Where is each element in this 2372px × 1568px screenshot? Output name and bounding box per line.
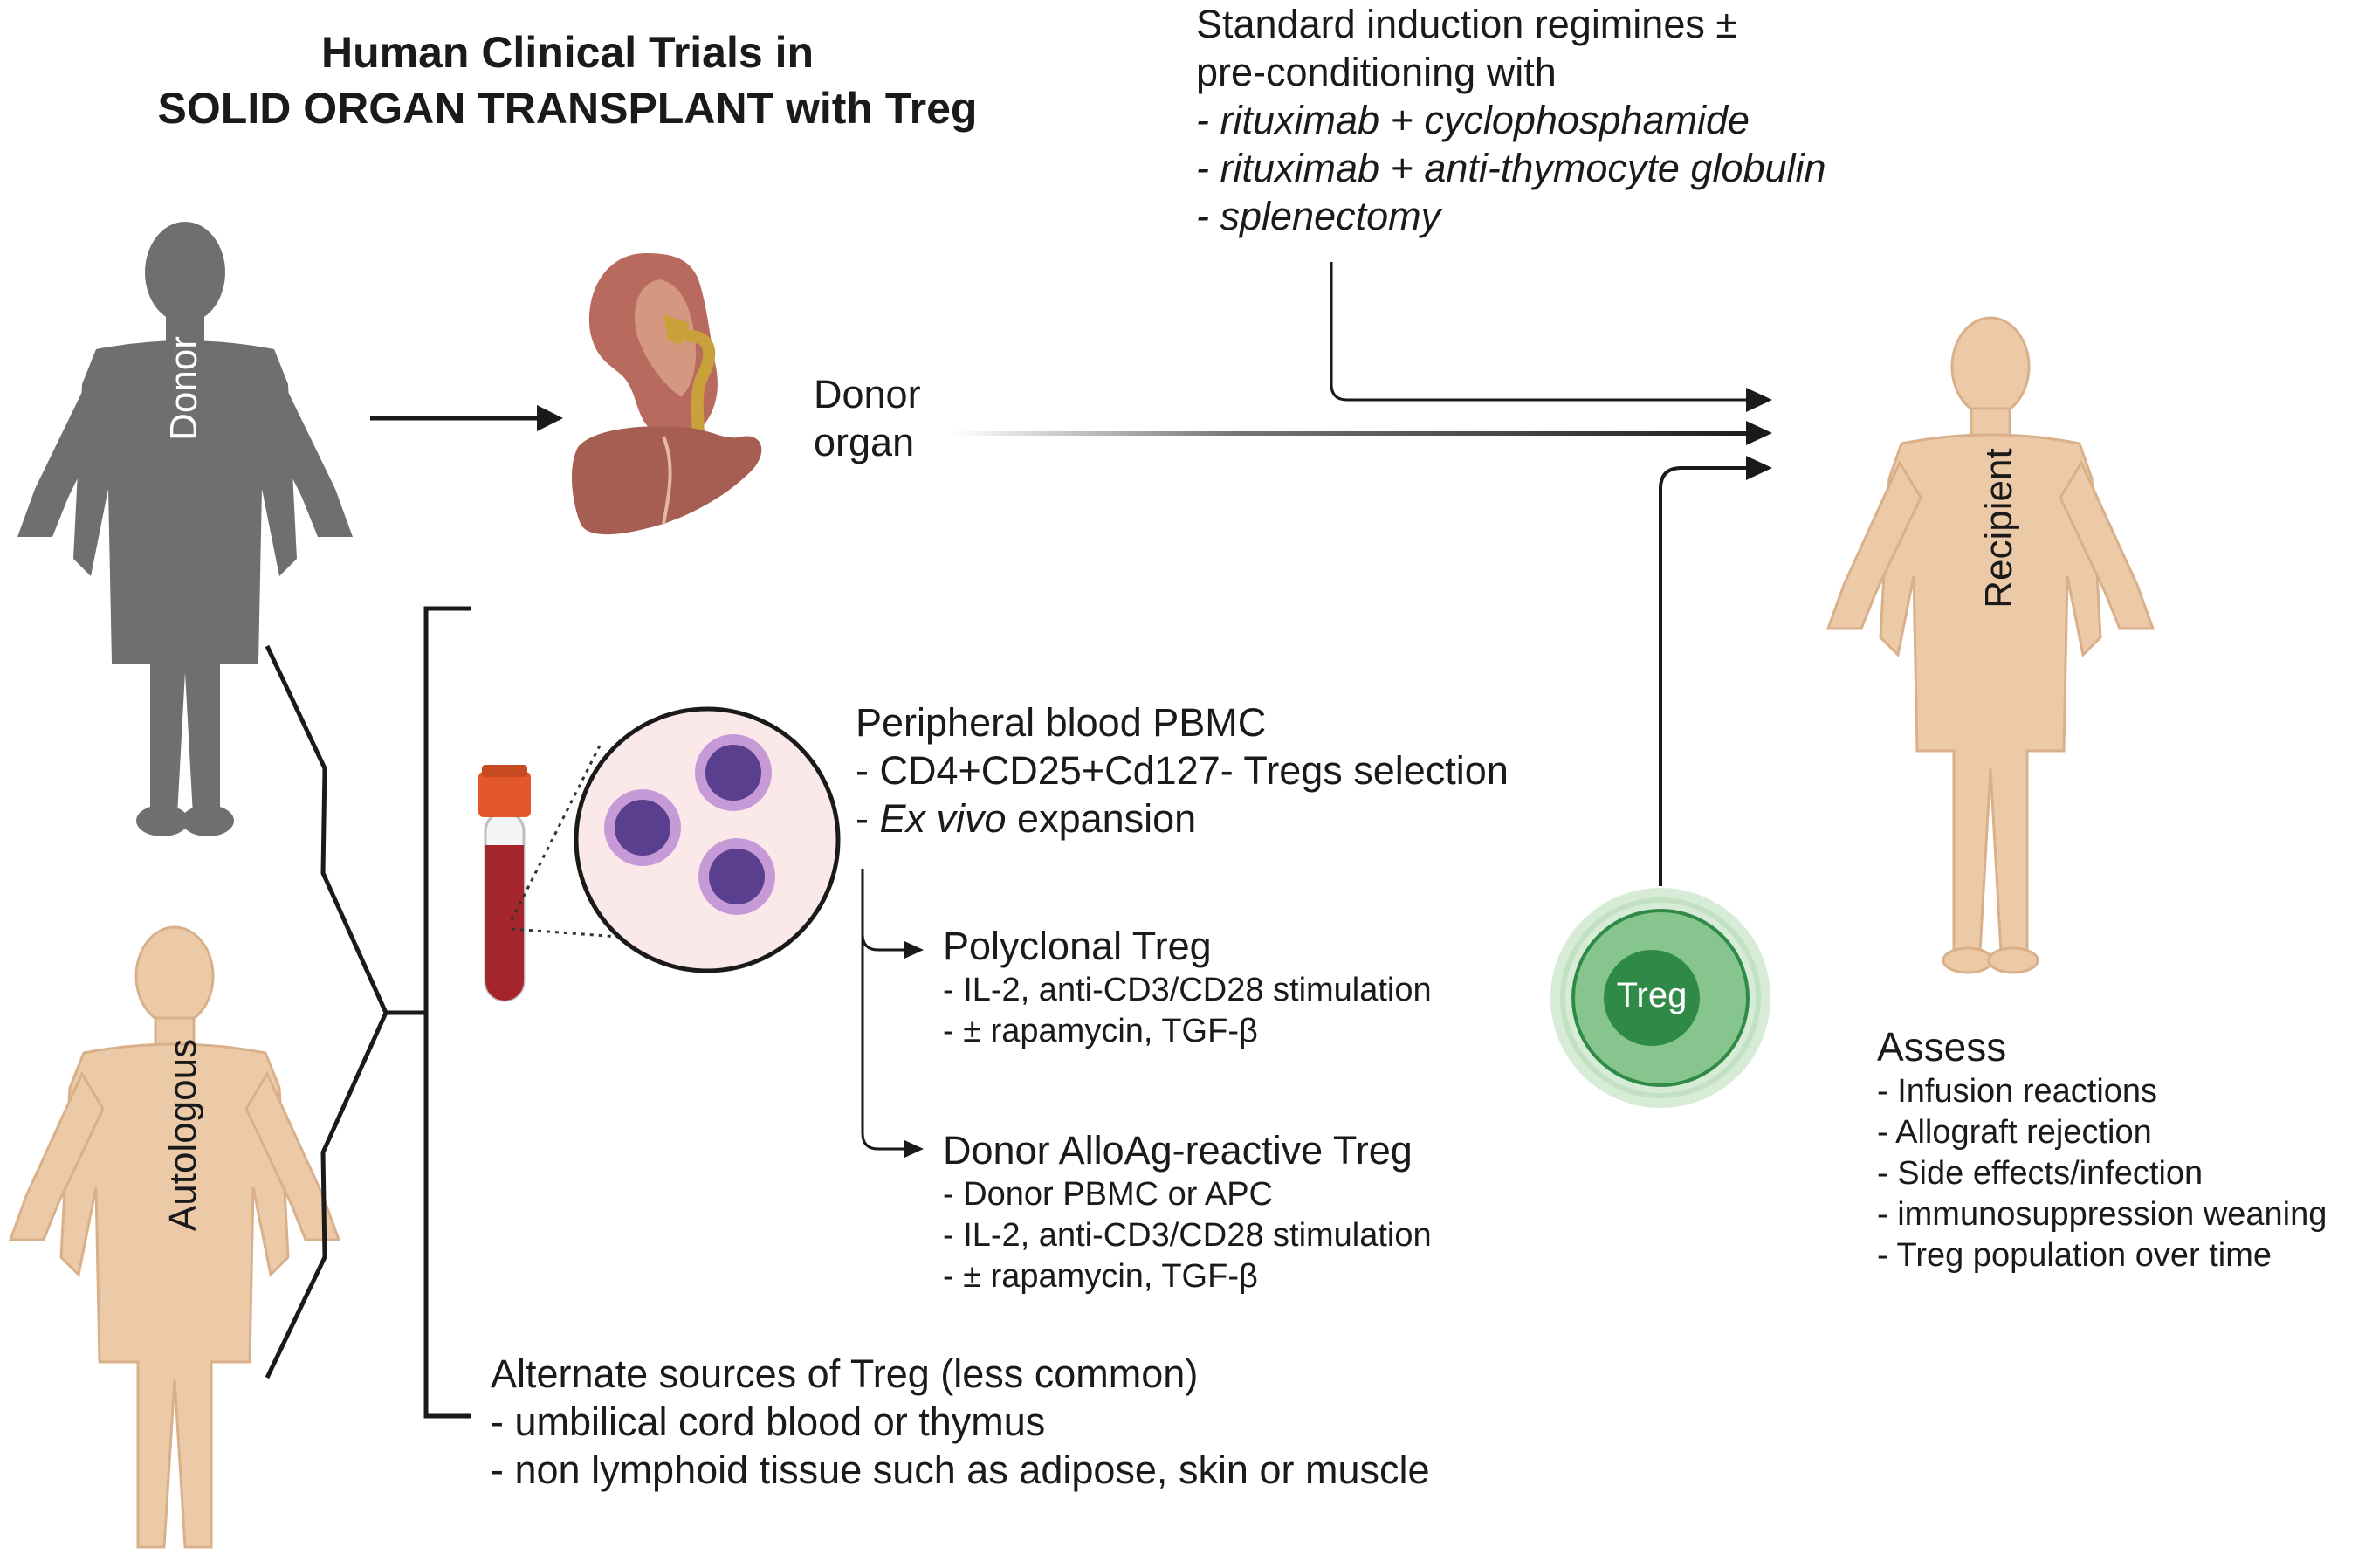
donor-figure [17, 222, 353, 836]
alternate-item: - non lymphoid tissue such as adipose, s… [491, 1448, 1430, 1492]
alternate-title: Alternate sources of Treg (less common) [491, 1351, 1199, 1396]
alloag-item: - ± rapamycin, TGF-β [943, 1258, 1258, 1295]
polyclonal-arrowhead [904, 941, 924, 959]
donor-organ-arrowhead [1746, 421, 1772, 445]
alloag-title: Donor AlloAg-reactive Treg [943, 1128, 1413, 1173]
induction-line-1: Standard induction regimines ± [1196, 2, 1738, 46]
liver-icon [571, 426, 762, 535]
autologous-figure [8, 925, 341, 1549]
donor-organ-label: Donor organ [814, 370, 921, 466]
donor-organ-line [952, 431, 1764, 436]
induction-item: - splenectomy [1196, 194, 1441, 238]
pbmc-item-expansion-prefix: - [856, 796, 880, 841]
pbmc-title: Peripheral blood PBMC [856, 700, 1267, 745]
magnifier-line-top [510, 743, 602, 921]
alternate-block: Alternate sources of Treg (less common) … [491, 1350, 1430, 1494]
treg-to-recipient-connector [1659, 466, 1746, 886]
polyclonal-item: - IL-2, anti-CD3/CD28 stimulation [943, 972, 1432, 1008]
polyclonal-item: - ± rapamycin, TGF-β [943, 1013, 1258, 1049]
induction-item: - rituximab + cyclophosphamide [1196, 98, 1750, 142]
source-connector [265, 644, 388, 1379]
assess-item: - Side effects/infection [1877, 1155, 2204, 1192]
donor-organ-line-2: organ [814, 420, 915, 464]
pbmc-magnified-view [574, 706, 841, 973]
title-line-1: Human Clinical Trials in [320, 28, 815, 77]
source-bracket [423, 606, 471, 1419]
blood-tube-icon [478, 765, 531, 1002]
donor-label: Donor [162, 336, 205, 441]
recipient-label: Recipient [1977, 448, 2020, 609]
title-line-2: SOLID ORGAN TRANSPLANT with Treg [157, 84, 978, 133]
assess-item: - Allograft rejection [1877, 1114, 2152, 1151]
pbmc-text: Peripheral blood PBMC - CD4+CD25+Cd127- … [856, 698, 1509, 842]
alloag-item: - IL-2, anti-CD3/CD28 stimulation [943, 1217, 1432, 1254]
treg-arrowhead [1746, 456, 1772, 480]
alloag-block: Donor AlloAg-reactive Treg - Donor PBMC … [943, 1126, 1432, 1297]
induction-text: Standard induction regimines ± pre-condi… [1196, 0, 1826, 240]
induction-arrowhead [1746, 388, 1772, 412]
pbmc-item-expansion-suffix: expansion [1006, 796, 1197, 841]
assess-title: Assess [1877, 1024, 2007, 1069]
diagram-title: Human Clinical Trials in SOLID ORGAN TRA… [52, 24, 1083, 136]
alloag-arrowhead [904, 1140, 924, 1158]
pbmc-item-expansion-italic: Ex vivo [879, 796, 1007, 841]
recipient-figure [1825, 316, 2155, 974]
pbmc-item-expansion: - Ex vivo expansion [856, 794, 1509, 842]
assess-item: - Infusion reactions [1877, 1073, 2158, 1110]
pbmc-to-polyclonal-connector [861, 869, 915, 952]
donor-organ-line-1: Donor [814, 372, 921, 416]
kidney-icon [588, 253, 718, 451]
assess-item: - immunosuppression weaning [1877, 1196, 2327, 1233]
polyclonal-block: Polyclonal Treg - IL-2, anti-CD3/CD28 st… [943, 922, 1432, 1052]
induction-connector [1330, 262, 1746, 402]
treg-cell-icon [1550, 888, 1770, 1108]
assess-block: Assess - Infusion reactions - Allograft … [1877, 1023, 2327, 1276]
pbmc-item-selection: - CD4+CD25+Cd127- Tregs selection [856, 748, 1509, 793]
alloag-item: - Donor PBMC or APC [943, 1176, 1273, 1213]
polyclonal-title: Polyclonal Treg [943, 924, 1212, 968]
induction-line-2: pre-conditioning with [1196, 50, 1557, 94]
autologous-label: Autologous [162, 1038, 204, 1232]
treg-label: Treg [1616, 976, 1688, 1014]
assess-item: - Treg population over time [1877, 1237, 2272, 1274]
alternate-item: - umbilical cord blood or thymus [491, 1400, 1046, 1444]
pbmc-to-alloag-connector [861, 934, 915, 1151]
induction-item: - rituximab + anti-thymocyte globulin [1196, 146, 1826, 190]
